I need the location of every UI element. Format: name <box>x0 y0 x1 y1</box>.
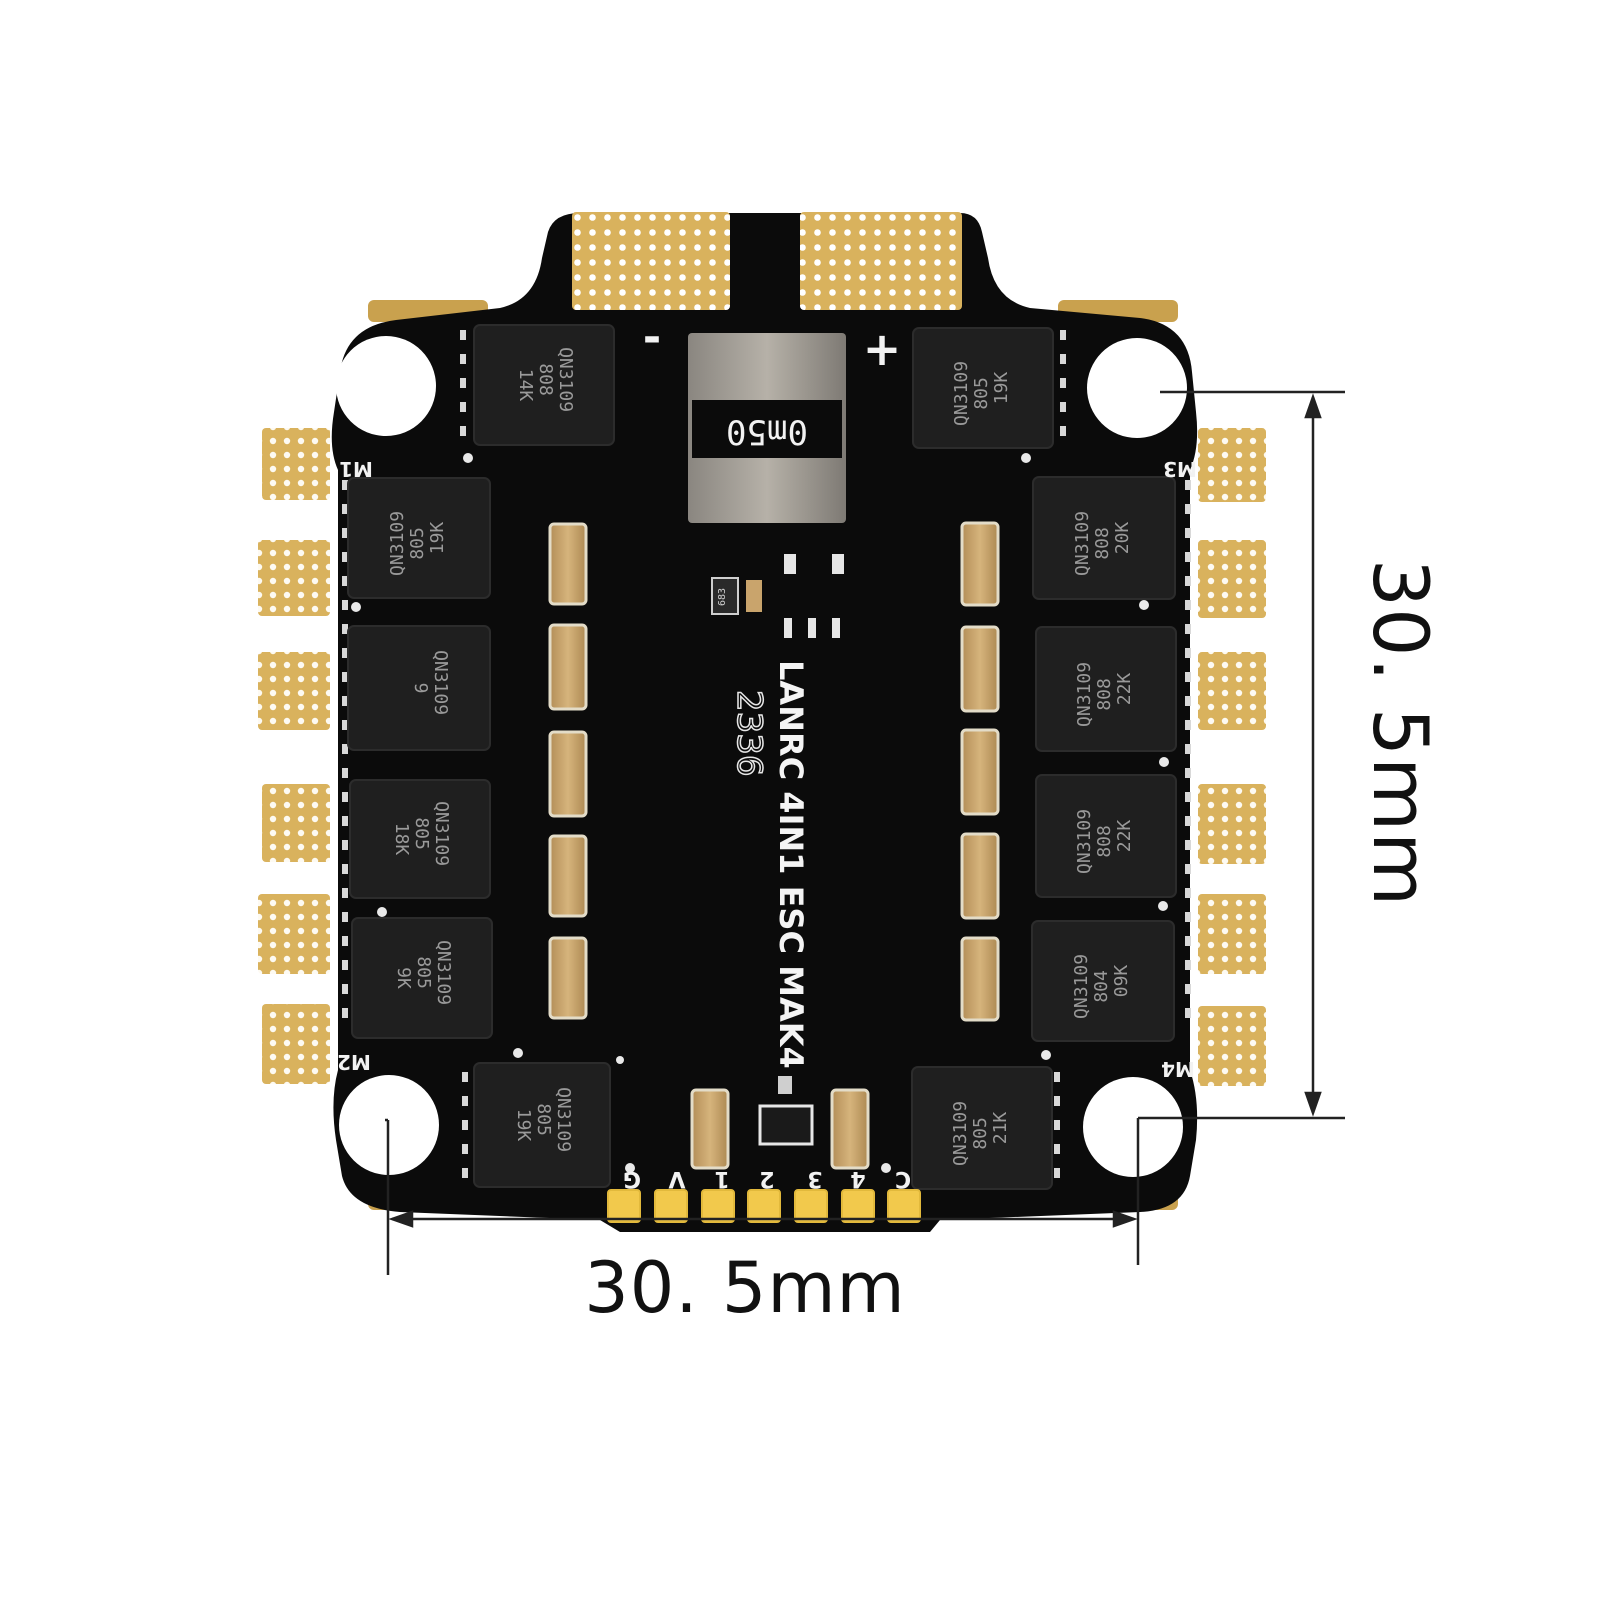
mosfet-left-1 <box>347 477 491 599</box>
mosfet-text-line2: 804 <box>1091 970 1112 1003</box>
shunt-marking: 0m50 <box>726 412 808 452</box>
mosfet-text-line3: 9K <box>393 967 414 989</box>
svg-text:QN3109 805 18K: QN3109 805 18K <box>391 801 452 877</box>
mosfet-text-line3: 21K <box>990 1112 1011 1145</box>
svg-text:QN3109 804 09K: QN3109 804 09K <box>1071 943 1132 1019</box>
capacitors <box>548 521 1000 1170</box>
mosfet-right-4 <box>1031 920 1175 1042</box>
svg-text:QN3109 808 14K: QN3109 808 14K <box>515 347 576 423</box>
pin-label-c: C <box>895 1166 911 1191</box>
mosfet-right-3 <box>1035 774 1177 898</box>
mosfet-text-line1: QN3109 <box>1074 662 1095 727</box>
mosfet-top-right <box>912 327 1054 449</box>
svg-text:QN3109 9: QN3109 9 <box>410 650 451 726</box>
board-title: LANRC 4IN1 ESC MAK4 <box>772 660 810 1069</box>
left-motor-pads <box>258 428 330 1084</box>
mosfet-top-left <box>473 324 615 446</box>
mosfet-text-line1: QN3109 <box>431 801 452 866</box>
mosfet-left-4 <box>351 917 493 1039</box>
height-dimension-label: 30. 5mm <box>1356 558 1445 908</box>
mosfet-text-line2: 805 <box>407 527 428 560</box>
mosfet-markings: QN3109 808 14K QN3109 805 19K QN3109 805… <box>387 347 1135 1166</box>
mosfet-text-line1: QN3109 <box>430 650 451 715</box>
svg-text:QN3109 805 9K: QN3109 805 9K <box>393 940 454 1016</box>
positive-mark: + <box>863 322 902 376</box>
svg-text:QN3109 808 22K: QN3109 808 22K <box>1074 651 1135 727</box>
signal-pads <box>607 1189 921 1223</box>
sense-ic-marking: 683 <box>717 588 728 606</box>
mosfet-bottom-left <box>473 1062 611 1188</box>
mosfet-text-line1: QN3109 <box>433 940 454 1005</box>
motor-labels: M1 M2 M3 M4 <box>337 457 1197 1081</box>
mount-hole-top-left <box>336 336 436 436</box>
battery-pads <box>572 212 962 310</box>
pin-label-3: 3 <box>807 1166 822 1191</box>
svg-text:QN3109 808 22K: QN3109 808 22K <box>1074 798 1135 874</box>
width-dimension <box>385 1116 1345 1275</box>
mosfet-text-line3: 19K <box>991 372 1012 405</box>
mounting-holes <box>336 336 1187 1177</box>
mosfet-text-line1: QN3109 <box>1072 511 1093 576</box>
mosfet-right-1 <box>1032 476 1176 600</box>
mosfet-text-line2: 808 <box>1094 825 1115 858</box>
mosfet-text-line3: 14K <box>515 369 536 402</box>
mosfet-text-line3: 19K <box>427 522 448 555</box>
mosfet-text-line1: QN3109 <box>555 347 576 412</box>
vias <box>351 453 1169 1173</box>
mosfet-text-line2: 805 <box>533 1103 554 1136</box>
mosfet-array <box>347 324 1177 1190</box>
current-shunt: 0m50 <box>688 333 846 523</box>
svg-text:QN3109 805 19K: QN3109 805 19K <box>951 350 1012 426</box>
mosfet-left-3 <box>349 779 491 899</box>
height-dimension <box>1160 390 1345 1117</box>
mosfet-text-line3: 09K <box>1111 965 1132 998</box>
mosfet-text-line1: QN3109 <box>553 1087 574 1152</box>
mosfet-right-2 <box>1035 626 1177 752</box>
signal-header: G V 1 2 3 4 C <box>607 1166 921 1223</box>
mosfet-text-line1: QN3109 <box>951 361 972 426</box>
pin-label-2: 2 <box>759 1166 774 1191</box>
mosfet-text-line2: 805 <box>971 377 992 410</box>
svg-text:QN3109 805 19K: QN3109 805 19K <box>513 1087 574 1163</box>
pin-label-v: V <box>668 1166 685 1191</box>
pin-label-g: G <box>623 1166 641 1191</box>
mosfet-text-line1: QN3109 <box>1074 809 1095 874</box>
svg-text:QN3109 805 21K: QN3109 805 21K <box>950 1090 1011 1166</box>
board-code: 2336 <box>729 690 769 777</box>
label-m1: M1 <box>339 457 373 481</box>
svg-text:QN3109 805 19K: QN3109 805 19K <box>387 500 448 576</box>
mosfet-text-line3: 22K <box>1114 820 1135 853</box>
small-components: 683 <box>711 554 844 1146</box>
label-m3: M3 <box>1163 457 1197 481</box>
svg-text:QN3109 808 20K: QN3109 808 20K <box>1072 500 1133 576</box>
pin-label-1: 1 <box>714 1166 729 1191</box>
right-motor-pads <box>1198 428 1266 1086</box>
mosfet-text-line2: 808 <box>1092 527 1113 560</box>
silkscreen-outlines <box>342 330 1191 1180</box>
label-m2: M2 <box>337 1050 371 1074</box>
mosfet-text-line2: 808 <box>1094 678 1115 711</box>
mosfet-text-line2: 805 <box>411 817 432 850</box>
mosfet-text-line2: 805 <box>970 1117 991 1150</box>
mount-hole-bottom-right <box>1083 1077 1183 1177</box>
negative-mark: - <box>639 312 666 363</box>
mosfet-text-line1: QN3109 <box>1071 954 1092 1019</box>
mosfet-text-line2: 808 <box>535 363 556 396</box>
mosfet-text-line1: QN3109 <box>387 511 408 576</box>
mosfet-text-line3: 9 <box>410 683 431 694</box>
mosfet-text-line3: 18K <box>391 823 412 856</box>
mosfet-text-line3: 22K <box>1114 673 1135 706</box>
label-m4: M4 <box>1161 1057 1195 1081</box>
mosfet-text-line1: QN3109 <box>950 1101 971 1166</box>
mosfet-text-line3: 19K <box>513 1109 534 1142</box>
mosfet-left-2 <box>347 625 491 751</box>
width-dimension-label: 30. 5mm <box>584 1247 906 1329</box>
pin-label-4: 4 <box>850 1166 865 1191</box>
mosfet-text-line3: 20K <box>1112 522 1133 555</box>
mosfet-text-line2: 805 <box>413 956 434 989</box>
mount-hole-top-right <box>1087 338 1187 438</box>
mosfet-bottom-right <box>911 1066 1053 1190</box>
